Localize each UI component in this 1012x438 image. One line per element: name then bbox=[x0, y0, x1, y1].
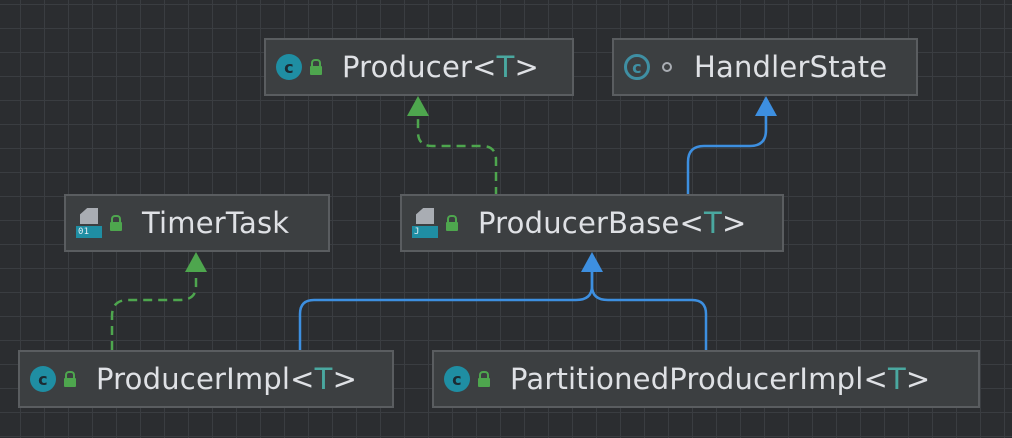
arrowhead-handlerstate bbox=[755, 96, 777, 116]
edge-producerimpl-extends-producerbase bbox=[298, 270, 594, 350]
class-icon: c bbox=[444, 366, 470, 392]
arrowhead-timertask bbox=[185, 252, 207, 272]
file-tag: J bbox=[412, 226, 438, 238]
dot-icon bbox=[662, 62, 672, 72]
node-handler-state-label: HandlerState bbox=[694, 50, 888, 84]
file-icon: J bbox=[412, 208, 438, 238]
arrowhead-producerbase bbox=[581, 252, 603, 272]
node-producer-base[interactable]: J ProducerBase<T> bbox=[400, 194, 784, 252]
edge-producerbase-extends-handlerstate bbox=[686, 114, 768, 196]
node-handler-state[interactable]: c HandlerState bbox=[612, 38, 918, 96]
edge-producerbase-implements-producer bbox=[416, 112, 498, 196]
edge-partitioned-extends-producerbase bbox=[590, 270, 708, 350]
node-producer-base-label: ProducerBase<T> bbox=[478, 206, 747, 240]
arrowhead-producer bbox=[407, 96, 429, 116]
node-producer-label: Producer<T> bbox=[342, 50, 540, 84]
lock-open-icon bbox=[110, 215, 124, 231]
file-tag: 01 bbox=[76, 226, 102, 238]
lock-open-icon bbox=[64, 371, 78, 387]
class-icon: c bbox=[30, 366, 56, 392]
node-partitioned-producer-impl[interactable]: c PartitionedProducerImpl<T> bbox=[432, 350, 980, 408]
node-producer-impl-label: ProducerImpl<T> bbox=[96, 362, 358, 396]
node-producer-impl[interactable]: c ProducerImpl<T> bbox=[18, 350, 394, 408]
node-timer-task[interactable]: 01 TimerTask bbox=[64, 194, 330, 252]
edge-producerimpl-implements-timertask bbox=[110, 270, 198, 350]
class-icon: c bbox=[624, 54, 650, 80]
lock-open-icon bbox=[478, 371, 492, 387]
node-timer-task-label: TimerTask bbox=[142, 206, 290, 240]
node-partitioned-producer-impl-label: PartitionedProducerImpl<T> bbox=[510, 362, 931, 396]
file-icon: 01 bbox=[76, 208, 102, 238]
lock-open-icon bbox=[446, 215, 460, 231]
node-producer[interactable]: c Producer<T> bbox=[264, 38, 574, 96]
class-icon: c bbox=[276, 54, 302, 80]
lock-open-icon bbox=[310, 59, 324, 75]
